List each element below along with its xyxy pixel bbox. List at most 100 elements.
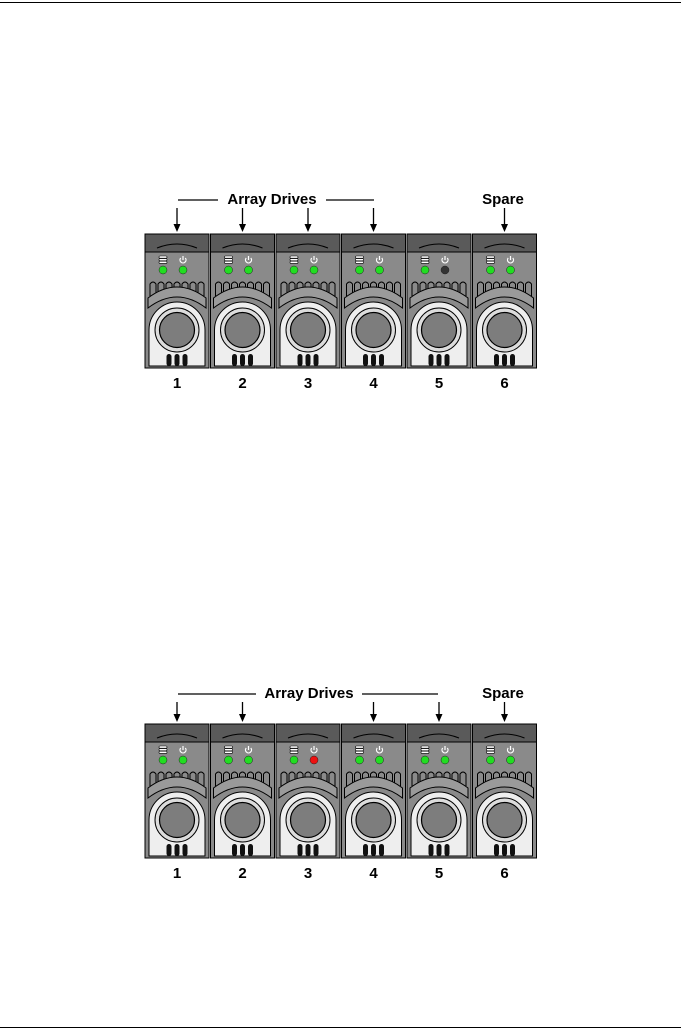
disk-stack-icon — [421, 256, 429, 263]
drive-tray-6 — [473, 234, 537, 368]
drive-number-5: 5 — [435, 375, 443, 390]
drive-number-1: 1 — [173, 865, 181, 880]
knob — [487, 803, 522, 838]
drive-tray-3 — [276, 234, 340, 368]
drive-number-6: 6 — [500, 865, 508, 880]
pointer-arrows — [174, 702, 509, 722]
drive-tray-4 — [342, 234, 406, 368]
tray-slots — [167, 354, 188, 366]
tray-cap — [342, 724, 406, 742]
drive-tray-4 — [342, 724, 406, 858]
array-drives-label: Array Drives — [227, 191, 316, 208]
tray-slots — [167, 844, 188, 856]
arrow-head-2 — [239, 224, 246, 232]
arrow-head-6 — [501, 714, 508, 722]
tray-cap — [211, 234, 275, 252]
tray-cap — [473, 234, 537, 252]
drive-trays — [145, 724, 537, 858]
drive-tray-6 — [473, 724, 537, 858]
tray-cap — [407, 234, 471, 252]
disk-stack-icon — [225, 746, 233, 753]
tray-slots — [494, 844, 515, 856]
tray-cap — [407, 724, 471, 742]
power-led — [441, 756, 449, 764]
disk-stack-icon — [290, 746, 298, 753]
power-led — [179, 756, 187, 764]
tray-cap — [276, 724, 340, 742]
drive-tray-1 — [145, 724, 209, 858]
drive-number-5: 5 — [435, 865, 443, 880]
power-led — [376, 266, 384, 274]
tray-slots — [494, 354, 515, 366]
knob — [422, 803, 457, 838]
power-led — [245, 756, 253, 764]
status-led — [290, 756, 298, 764]
knob — [291, 803, 326, 838]
power-led — [310, 266, 318, 274]
tray-cap — [145, 234, 209, 252]
status-led — [159, 756, 167, 764]
disk-stack-icon — [225, 256, 233, 263]
tray-slots — [429, 354, 450, 366]
arrow-head-2 — [239, 714, 246, 722]
arrow-head-1 — [174, 224, 181, 232]
disk-stack-icon — [356, 746, 364, 753]
pointer-arrows — [174, 208, 509, 232]
status-led — [421, 756, 429, 764]
power-led — [245, 266, 253, 274]
drive-numbers: 123456 — [173, 865, 509, 880]
tray-cap — [473, 724, 537, 742]
status-led — [159, 266, 167, 274]
drive-number-3: 3 — [304, 865, 312, 880]
tray-slots — [298, 354, 319, 366]
drive-number-1: 1 — [173, 375, 181, 390]
header-rule — [0, 2, 681, 3]
tray-cap — [276, 234, 340, 252]
spare-label: Spare — [482, 685, 524, 702]
drive-bay-svg: Array Drives Spare 123456 — [0, 150, 681, 390]
drive-trays — [145, 234, 537, 368]
drive-tray-2 — [211, 724, 275, 858]
status-led — [356, 756, 364, 764]
disk-stack-icon — [159, 746, 167, 753]
knob — [225, 803, 260, 838]
disk-stack-icon — [159, 256, 167, 263]
array-drives-label: Array Drives — [264, 685, 353, 702]
tray-cap — [211, 724, 275, 742]
tray-slots — [363, 844, 384, 856]
disk-stack-icon — [487, 746, 495, 753]
power-led — [376, 756, 384, 764]
arrow-head-4 — [370, 714, 377, 722]
drive-number-6: 6 — [500, 375, 508, 390]
footer-rule — [0, 1027, 681, 1028]
disk-stack-icon — [356, 256, 364, 263]
drive-number-2: 2 — [238, 865, 246, 880]
knob — [225, 313, 260, 348]
drive-tray-5 — [407, 724, 471, 858]
arrow-head-3 — [305, 224, 312, 232]
power-led — [179, 266, 187, 274]
tray-slots — [363, 354, 384, 366]
knob — [160, 313, 195, 348]
tray-slots — [232, 354, 253, 366]
spare-label: Spare — [482, 191, 524, 208]
drive-number-3: 3 — [304, 375, 312, 390]
knob — [291, 313, 326, 348]
knob — [356, 803, 391, 838]
arrow-head-5 — [436, 714, 443, 722]
knob — [487, 313, 522, 348]
disk-stack-icon — [290, 256, 298, 263]
knob — [160, 803, 195, 838]
status-led — [356, 266, 364, 274]
drive-tray-5 — [407, 234, 471, 368]
tray-slots — [429, 844, 450, 856]
power-led — [507, 266, 515, 274]
drive-tray-1 — [145, 234, 209, 368]
drive-number-2: 2 — [238, 375, 246, 390]
status-led — [487, 756, 495, 764]
knob — [422, 313, 457, 348]
